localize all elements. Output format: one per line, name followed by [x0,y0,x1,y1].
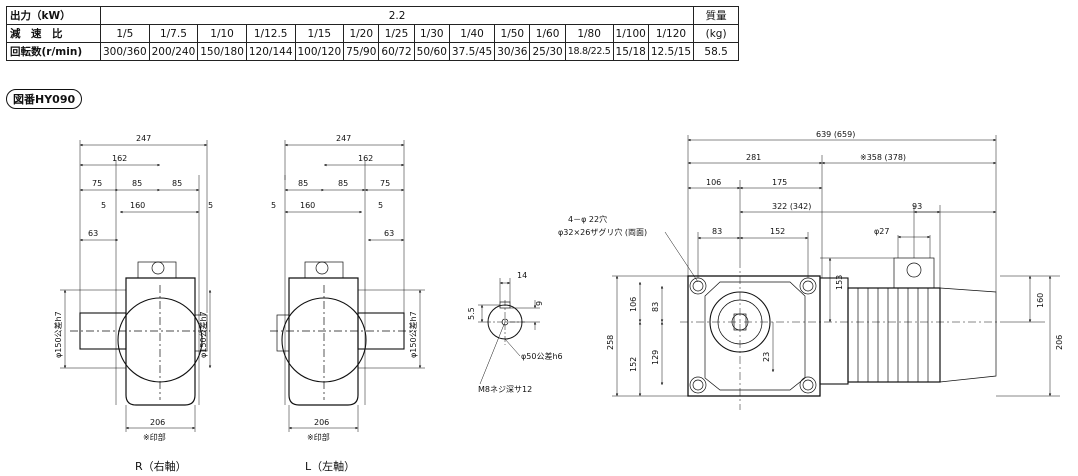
dim-l-5b: 5 [378,201,383,210]
dim-r-63: 63 [88,229,98,238]
ratio-cell: 1/20 [343,24,380,43]
left-dimension-lines [284,140,425,432]
motor-side-view [680,257,1000,410]
dim-m-106: 106 [706,178,721,187]
ratio-cell: 1/5 [100,24,150,43]
speed-cell: 15/18 [612,42,649,61]
dim-m-322: 322 (342) [772,202,811,211]
shaft-end-dimensions [478,278,540,385]
dim-r-206: 206 [150,418,165,427]
dim-r-mark: ※印部 [143,432,166,442]
dim-r-phi150a: φ150公差h7 [53,311,63,358]
dim-r-162: 162 [112,154,127,163]
caption-right-shaft: R（右軸） [135,460,187,473]
dim-m-175: 175 [772,178,787,187]
dim-m-152: 152 [770,227,785,236]
right-shaft-view [70,160,210,406]
dim-m-83v: 83 [651,302,660,312]
dim-l-162: 162 [358,154,373,163]
dim-m-258: 258 [606,335,615,350]
dim-m-counter: φ32×26ザグリ穴 (両面) [558,227,647,237]
dim-m-153: 153 [835,275,844,290]
mass-value: 58.5 [693,42,740,61]
dim-r-85a: 85 [132,179,142,188]
dim-r-5b: 5 [208,201,213,210]
dim-r-160: 160 [130,201,145,210]
ratio-cell: 1/100 [612,24,649,43]
dim-r-phi150b: φ150公差h7 [198,311,208,358]
speed-cell: 200/240 [148,42,199,61]
dim-l-75: 75 [380,179,390,188]
dim-m-phi27: φ27 [874,227,889,236]
dim-l-85a: 85 [298,179,308,188]
ratio-cell: 1/80 [564,24,614,43]
speed-cell: 300/360 [100,42,150,61]
dim-s-phi50: φ50公差h6 [521,351,563,361]
dim-r-75: 75 [92,179,102,188]
dim-r-247: 247 [136,134,151,143]
speed-cell: 100/120 [294,42,345,61]
dim-l-85b: 85 [338,179,348,188]
dim-m-129: 129 [651,350,660,365]
dim-l-mark: ※印部 [307,432,330,442]
dim-l-5a: 5 [271,201,276,210]
dim-m-93: 93 [912,202,922,211]
dim-l-247: 247 [336,134,351,143]
dim-m-106v: 106 [629,297,638,312]
dim-m-639: 639 (659) [816,130,855,139]
ratio-cell: 1/50 [494,24,531,43]
right-dimension-lines [60,140,212,432]
dim-m-holes: 4－φ 22穴 [568,214,607,224]
speed-cell: 60/72 [378,42,415,61]
dim-m-358: ※358 (378) [860,153,906,162]
dim-m-206: 206 [1055,335,1064,350]
speed-cell: 50/60 [413,42,450,61]
dim-m-23: 23 [762,352,771,362]
dim-l-phi150: φ150公差h7 [408,311,418,358]
ratio-cell: 1/120 [647,24,695,43]
speed-cell: 25/30 [529,42,566,61]
dim-s-m8: M8ネジ深サ12 [478,385,532,394]
dim-m-281: 281 [746,153,761,162]
caption-left-shaft: L（左軸） [305,460,356,473]
dim-l-160: 160 [300,201,315,210]
speed-cell: 12.5/15 [647,42,695,61]
dim-s-55: 5.5 [467,307,476,320]
speed-cell: 150/180 [197,42,247,61]
dim-m-160: 160 [1036,293,1045,308]
dim-l-206: 206 [314,418,329,427]
speed-cell: 120/144 [245,42,296,61]
speed-cell: 30/36 [494,42,531,61]
dim-l-63: 63 [384,229,394,238]
dimension-labels: 247 162 75 85 85 5 160 5 63 206 ※印部 φ150… [53,130,1064,442]
speed-label: 回転数(r/min) [6,42,101,61]
motor-dimension-lines [612,135,1060,397]
figure-id: 図番HY090 [6,89,83,109]
dim-m-152v: 152 [629,357,638,372]
dim-m-83: 83 [712,227,722,236]
ratio-cell: 1/40 [448,24,496,43]
dim-r-5a: 5 [101,201,106,210]
dim-r-85b: 85 [172,179,182,188]
speed-cell: 37.5/45 [448,42,496,61]
dim-s-14: 14 [517,271,527,280]
dim-s-9: 9 [535,301,544,306]
left-shaft-view [270,160,415,406]
